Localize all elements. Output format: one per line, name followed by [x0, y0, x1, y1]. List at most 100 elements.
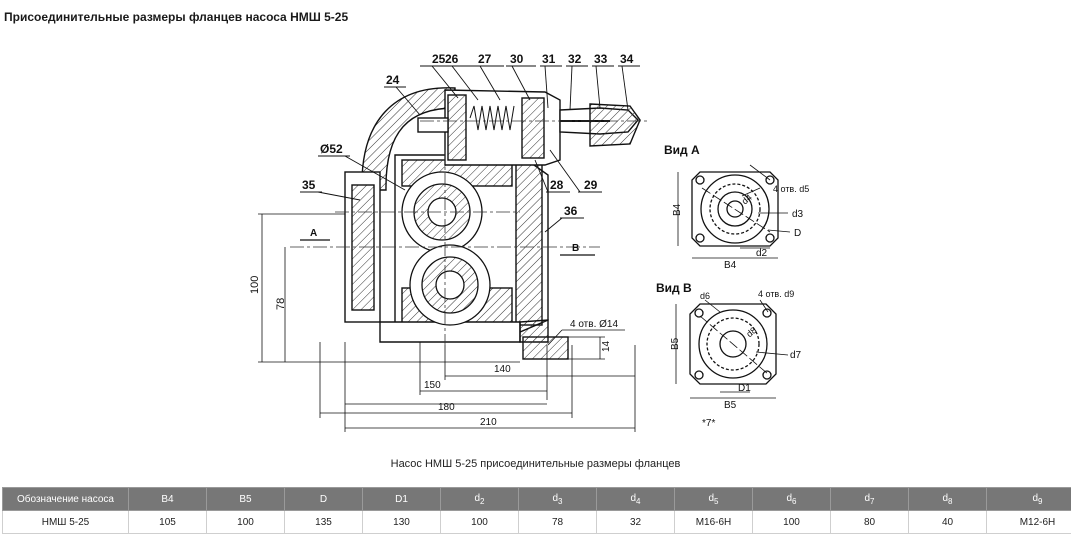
callout-25: 25	[432, 52, 446, 66]
header-sub: 3	[558, 496, 563, 506]
cell-d7: 80	[830, 510, 909, 534]
cell-d5: М16-6Н	[674, 510, 753, 534]
section-a-label: А	[310, 228, 317, 239]
view-a-b4-h: В4	[672, 203, 683, 216]
header-d2: d2	[440, 487, 519, 511]
header-d7: d7	[830, 487, 909, 511]
header-label: d	[942, 492, 949, 504]
cell-d2: 100	[440, 510, 519, 534]
gear-lower	[409, 244, 491, 326]
view-b-d7: d7	[790, 350, 802, 361]
view-b-title: Вид В	[656, 281, 692, 295]
cell-designation: НМШ 5-25	[2, 510, 129, 534]
callout-24: 24	[386, 73, 400, 87]
view-a-d3: d3	[792, 209, 804, 220]
cell-d3: 78	[518, 510, 597, 534]
axis-lines	[290, 120, 650, 345]
dim-100: 100	[249, 276, 261, 294]
callout-36: 36	[564, 204, 578, 218]
header-designation: Обозначение насоса	[2, 487, 129, 511]
view-a-b4-w: В4	[724, 260, 737, 271]
cell-d6: 100	[752, 510, 831, 534]
header-label: D1	[395, 493, 408, 505]
cell-D: 135	[284, 510, 363, 534]
view-b-D1: D1	[738, 383, 751, 394]
cell-D1: 130	[362, 510, 441, 534]
view-b-d8: d8	[744, 325, 758, 339]
view-b-holes: 4 отв. d9	[758, 289, 794, 299]
header-sub: 2	[480, 496, 485, 506]
header-label: D	[319, 493, 328, 505]
header-label: В4	[161, 493, 174, 505]
figure-caption: Насос НМШ 5-25 присоединительные размеры…	[390, 458, 681, 470]
header-d9: d9	[986, 487, 1071, 511]
header-sub: 8	[948, 496, 953, 506]
view-a-d4: d4	[740, 192, 754, 206]
header-d6: d6	[752, 487, 831, 511]
callout-29: 29	[584, 178, 598, 192]
callout-leaders	[300, 65, 640, 233]
view-b-b5-w: В5	[724, 400, 737, 411]
dim-210: 210	[480, 417, 497, 428]
callout-30: 30	[510, 52, 524, 66]
callouts: 25 26 27 30 31 32 33 34 24 Ø52 35 28 29 …	[302, 52, 634, 218]
dim-14: 14	[601, 340, 612, 352]
callout-d52: Ø52	[320, 142, 343, 156]
header-label: d	[474, 492, 481, 504]
flange-dimensions-table: Обозначение насоса В4 В5 D D1 d2 d3 d4 d…	[2, 487, 1071, 534]
header-d8: d8	[908, 487, 987, 511]
section-markers	[300, 239, 595, 256]
header-b4: В4	[128, 487, 207, 511]
header-label: d	[552, 492, 559, 504]
view-a-title: Вид А	[664, 143, 700, 157]
dimension-lines	[258, 213, 636, 432]
callout-35: 35	[302, 178, 316, 192]
header-d5: d5	[674, 487, 753, 511]
cell-b5: 100	[206, 510, 285, 534]
dim-78: 78	[275, 298, 287, 310]
view-a-D: D	[794, 228, 801, 239]
callout-28: 28	[550, 178, 564, 192]
callout-26: 26	[445, 52, 459, 66]
table-row: НМШ 5-25 105 100 135 130 100 78 32 М16-6…	[2, 510, 1071, 534]
view-b-dims	[675, 299, 789, 399]
view-a-d2: d2	[756, 248, 768, 259]
header-label: d	[708, 492, 715, 504]
view-b-d6: d6	[700, 291, 710, 301]
section-b-label: В	[572, 243, 579, 254]
view-b-b5-h: В5	[670, 337, 681, 350]
cell-d4: 32	[596, 510, 675, 534]
header-label: d	[1032, 492, 1039, 504]
callout-34: 34	[620, 52, 634, 66]
page-title: Присоединительные размеры фланцев насоса…	[4, 10, 349, 24]
gear-upper	[401, 171, 483, 253]
cell-b4: 105	[128, 510, 207, 534]
view-a-holes: 4 отв. d5	[773, 184, 809, 194]
hole-note: 4 отв. Ø14	[570, 319, 618, 330]
view-b-note: *7*	[702, 418, 715, 429]
view-a-dims	[677, 164, 791, 259]
header-sub: 7	[870, 496, 875, 506]
table-header-row: Обозначение насоса В4 В5 D D1 d2 d3 d4 d…	[2, 487, 1071, 511]
header-label: d	[786, 492, 793, 504]
header-D1: D1	[362, 487, 441, 511]
header-sub: 5	[714, 496, 719, 506]
header-label: В5	[239, 493, 252, 505]
header-b5: В5	[206, 487, 285, 511]
header-d3: d3	[518, 487, 597, 511]
dim-180: 180	[438, 402, 455, 413]
cell-d9: М12-6Н	[986, 510, 1071, 534]
header-d4: d4	[596, 487, 675, 511]
header-D: D	[284, 487, 363, 511]
header-label: Обозначение насоса	[17, 493, 114, 505]
callout-31: 31	[542, 52, 556, 66]
dim-150: 150	[424, 380, 441, 391]
dim-140: 140	[494, 364, 511, 375]
pump-drawing: А В 25 26 27 30 31 32 33 34 24 Ø52 35 28…	[249, 52, 809, 432]
header-sub: 6	[792, 496, 797, 506]
callout-33: 33	[594, 52, 608, 66]
header-label: d	[864, 492, 871, 504]
cell-d8: 40	[908, 510, 987, 534]
header-sub: 9	[1038, 496, 1043, 506]
callout-32: 32	[568, 52, 582, 66]
